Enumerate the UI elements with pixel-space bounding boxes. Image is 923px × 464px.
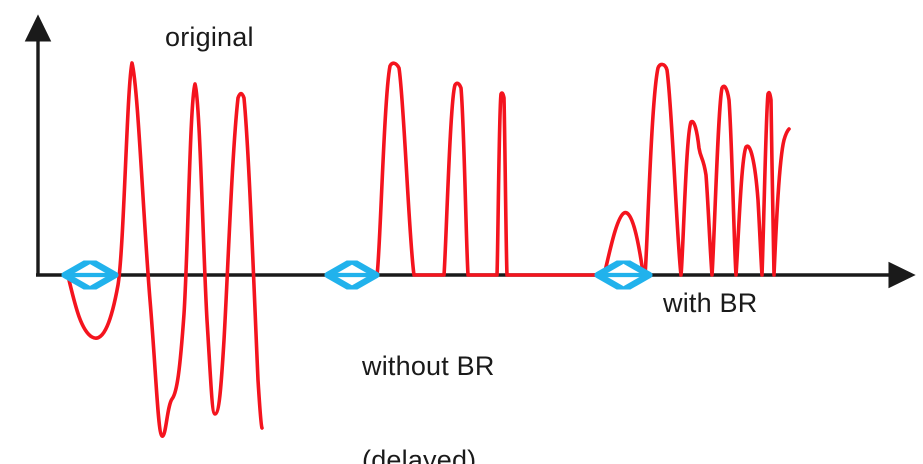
signal-trace-with-br (602, 62, 791, 277)
label-with-br: with BR (663, 288, 758, 318)
label-original: original (165, 22, 254, 52)
label-without-br-line1: without BR (362, 350, 495, 381)
signal-trace-without-br (329, 61, 603, 277)
signal-traces (66, 61, 791, 438)
signal-trace-original (66, 61, 264, 438)
label-without-br: without BR (delayed) (362, 288, 495, 464)
label-without-br-line2: (delayed) (362, 444, 477, 464)
